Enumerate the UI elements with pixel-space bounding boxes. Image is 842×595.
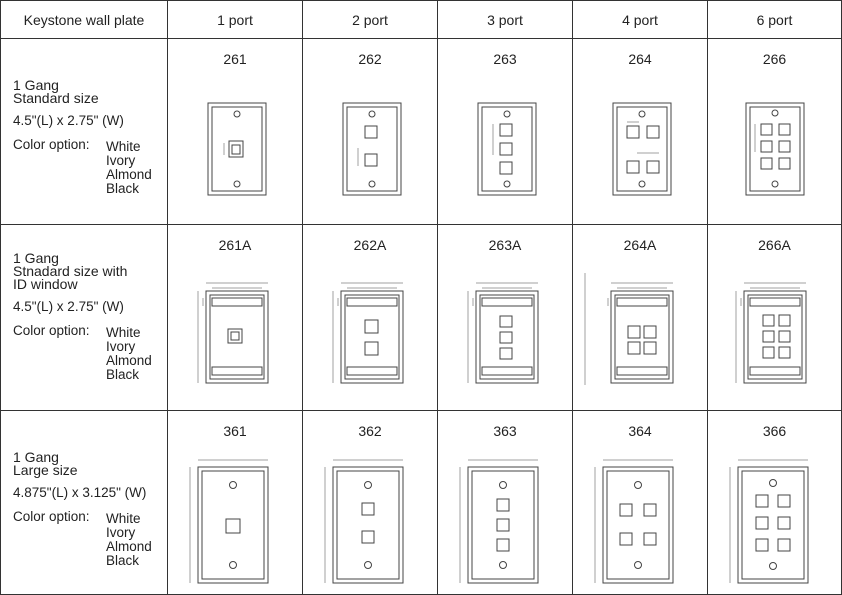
product-code: 262A (353, 237, 387, 253)
color-list: White Ivory Almond Black (106, 140, 152, 196)
plate-drawing (477, 102, 537, 196)
header-port-1: 1 port (167, 0, 303, 39)
header-port-2: 2 port (302, 0, 438, 39)
size-label: Standard size (13, 90, 99, 106)
color-item: Almond (106, 167, 152, 182)
size-label: Stnadard size with (13, 263, 128, 279)
product-361: 361 (167, 410, 303, 595)
product-code: 363 (493, 423, 517, 439)
product-262a: 262A (302, 224, 438, 411)
plate-drawing (207, 102, 267, 196)
plate-drawing (735, 282, 807, 384)
product-263: 263 (437, 38, 573, 225)
product-263a: 263A (437, 224, 573, 411)
color-item: White (106, 325, 141, 340)
product-261a: 261A (167, 224, 303, 411)
plate-drawing (197, 282, 269, 384)
gang-label: 1 Gang (13, 449, 59, 465)
product-code: 362 (358, 423, 382, 439)
color-list: White Ivory Almond Black (106, 326, 152, 382)
header-label: Keystone wall plate (0, 0, 168, 39)
product-362: 362 (302, 410, 438, 595)
header-port-3: 3 port (437, 0, 573, 39)
plate-drawing (612, 102, 672, 196)
color-item: Black (106, 181, 140, 196)
plate-drawing (729, 459, 809, 584)
row-description: 1 Gang Large size 4.875"(L) x 3.125" (W)… (0, 410, 168, 595)
plate-drawing (467, 282, 539, 384)
color-option-label: Color option: (13, 137, 90, 152)
product-364: 364 (572, 410, 708, 595)
color-item: Ivory (106, 525, 136, 540)
product-code: 261A (218, 237, 252, 253)
product-262: 262 (302, 38, 438, 225)
color-item: Almond (106, 353, 152, 368)
color-item: Almond (106, 539, 152, 554)
row-description: 1 Gang Standard size 4.5"(L) x 2.75" (W)… (0, 38, 168, 225)
product-code: 366 (762, 423, 787, 439)
color-item: White (106, 139, 141, 154)
plate-drawing (189, 459, 269, 584)
product-code: 364 (628, 423, 652, 439)
plate-drawing (342, 102, 402, 196)
row-description: 1 Gang Stnadard size with ID window 4.5"… (0, 224, 168, 411)
product-264: 264 (572, 38, 708, 225)
product-code: 263A (488, 237, 522, 253)
product-code: 261 (223, 51, 247, 67)
product-261: 261 (167, 38, 303, 225)
dimensions: 4.5"(L) x 2.75" (W) (13, 113, 124, 128)
product-code: 262 (358, 51, 382, 67)
product-code: 361 (223, 423, 247, 439)
color-option-label: Color option: (13, 323, 90, 338)
plate-drawing (324, 459, 404, 584)
plate-drawing (459, 459, 539, 584)
row-standard: 1 Gang Standard size 4.5"(L) x 2.75" (W)… (0, 38, 842, 225)
plate-drawing (745, 102, 805, 196)
product-366: 366 (707, 410, 842, 595)
color-item: White (106, 511, 141, 526)
product-363: 363 (437, 410, 573, 595)
size-extra-label: ID window (13, 276, 78, 292)
header-port-6: 6 port (707, 0, 842, 39)
product-code: 266A (758, 237, 791, 253)
dimensions: 4.5"(L) x 2.75" (W) (13, 299, 124, 314)
color-item: Black (106, 367, 140, 382)
plate-drawing (332, 282, 404, 384)
product-266: 266 (707, 38, 842, 225)
plate-drawing (594, 459, 674, 584)
product-code: 263 (493, 51, 517, 67)
color-list: White Ivory Almond Black (106, 512, 152, 568)
product-code: 266 (762, 51, 787, 67)
plate-drawing (584, 273, 674, 385)
dimensions: 4.875"(L) x 3.125" (W) (13, 485, 147, 500)
color-item: Ivory (106, 339, 136, 354)
row-id-window: 1 Gang Stnadard size with ID window 4.5"… (0, 224, 842, 411)
header-row: Keystone wall plate 1 port 2 port 3 port… (0, 0, 842, 39)
color-item: Black (106, 553, 140, 568)
color-item: Ivory (106, 153, 136, 168)
size-label: Large size (13, 462, 78, 478)
color-option-label: Color option: (13, 509, 90, 524)
row-large: 1 Gang Large size 4.875"(L) x 3.125" (W)… (0, 410, 842, 595)
gang-label: 1 Gang (13, 77, 59, 93)
header-port-4: 4 port (572, 0, 708, 39)
product-code: 264A (623, 237, 657, 253)
product-code: 264 (628, 51, 652, 67)
product-264a: 264A (572, 224, 708, 411)
product-266a: 266A (707, 224, 842, 411)
gang-label: 1 Gang (13, 250, 59, 266)
